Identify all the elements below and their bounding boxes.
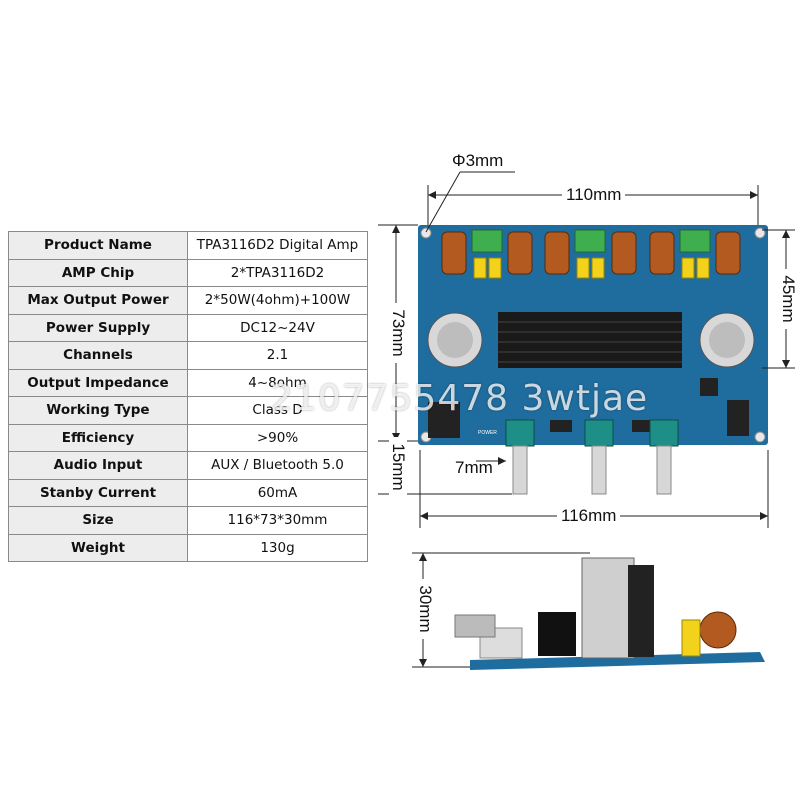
spec-value: 130g	[187, 533, 368, 562]
bottom-width-label: 116mm	[557, 507, 621, 525]
knob-spacing-label: 7mm	[455, 458, 493, 477]
spec-value: 2.1	[187, 341, 368, 370]
spec-label: Power Supply	[8, 313, 188, 342]
spec-value: AUX / Bluetooth 5.0	[187, 451, 368, 480]
amp-board-top-view	[418, 225, 768, 495]
spec-label: Channels	[8, 341, 188, 370]
top-width-label: 110mm	[562, 186, 626, 204]
left-height-label: 73mm	[389, 303, 408, 363]
spec-value: Class D	[187, 396, 368, 425]
spec-label: Efficiency	[8, 423, 188, 452]
spec-label: Max Output Power	[8, 286, 188, 315]
spec-label: Working Type	[8, 396, 188, 425]
spec-value: 2*50W(4ohm)+100W	[187, 286, 368, 315]
spec-label: Output Impedance	[8, 368, 188, 397]
spec-label: Weight	[8, 533, 188, 562]
amp-board-side-view	[454, 557, 765, 670]
knob-height-label: 15mm	[389, 437, 408, 497]
spec-value: 116*73*30mm	[187, 506, 368, 535]
spec-label: Size	[8, 506, 188, 535]
spec-value: 2*TPA3116D2	[187, 258, 368, 287]
spec-value: 60mA	[187, 478, 368, 507]
watermark-text: 2107755478 3wtjae	[270, 378, 649, 419]
spec-row: Efficiency>90%	[8, 423, 368, 452]
spec-value: >90%	[187, 423, 368, 452]
hole-diameter-label: Φ3mm	[452, 151, 504, 170]
right-height-label: 45mm	[779, 269, 798, 329]
spec-value: TPA3116D2 Digital Amp	[187, 231, 368, 260]
spec-value: DC12~24V	[187, 313, 368, 342]
power-label: POWER	[478, 430, 497, 436]
side-height-label: 30mm	[416, 579, 435, 639]
spec-label: Stanby Current	[8, 478, 188, 507]
spec-label: Product Name	[8, 231, 188, 260]
